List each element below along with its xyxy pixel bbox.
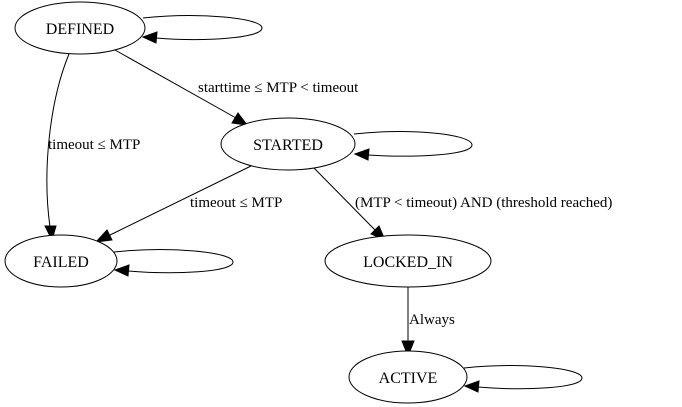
- edge-failed-self-loop: [113, 249, 234, 277]
- edge-locked-in-to-active: Always: [401, 287, 455, 358]
- state-node-defined: DEFINED: [14, 1, 146, 55]
- state-node-active: ACTIVE: [348, 350, 468, 404]
- edge-active-self-loop: [463, 365, 583, 393]
- edge-label-locked-in-to-active: Always: [409, 312, 455, 328]
- edge-label-defined-to-failed: timeout ≤ MTP: [48, 137, 140, 153]
- state-label-locked-in: LOCKED_IN: [363, 254, 453, 271]
- state-node-locked-in: LOCKED_IN: [324, 234, 492, 288]
- edge-label-started-to-locked-in: (MTP < timeout) AND (threshold reached): [355, 195, 612, 211]
- edge-started-to-locked-in: (MTP < timeout) AND (threshold reached): [313, 167, 612, 241]
- edge-defined-to-started: starttime ≤ MTP < timeout: [114, 49, 359, 126]
- state-label-defined: DEFINED: [46, 21, 114, 38]
- edge-defined-self-loop: [141, 15, 263, 44]
- edge-label-started-to-failed: timeout ≤ MTP: [190, 195, 282, 211]
- edge-label-defined-to-started: starttime ≤ MTP < timeout: [198, 80, 359, 96]
- edge-started-to-failed: timeout ≤ MTP: [94, 165, 282, 243]
- state-label-started: STARTED: [253, 137, 323, 154]
- state-node-started: STARTED: [220, 117, 356, 171]
- state-node-failed: FAILED: [4, 234, 118, 288]
- edge-defined-to-failed: timeout ≤ MTP: [44, 53, 140, 242]
- state-label-active: ACTIVE: [379, 370, 438, 387]
- state-label-failed: FAILED: [33, 254, 89, 271]
- edge-started-self-loop: [353, 131, 473, 161]
